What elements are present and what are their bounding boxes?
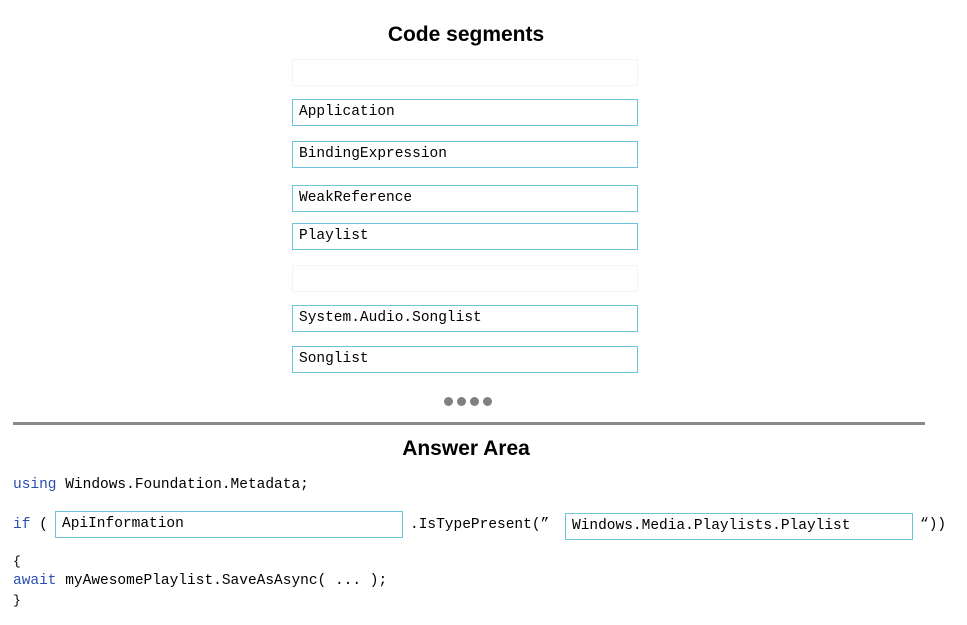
answer-area-title: Answer Area <box>402 437 530 460</box>
code-close-brace: } <box>13 593 21 608</box>
segment-system-audio-songlist[interactable]: System.Audio.Songlist <box>292 305 638 332</box>
code-keyword-await: await <box>13 573 57 589</box>
code-line-using: using Windows.Foundation.Metadata; <box>13 476 309 494</box>
code-open-paren: ( <box>39 517 48 533</box>
pagination-dots <box>444 397 492 406</box>
answer-target-2[interactable]: Windows.Media.Playlists.Playlist <box>565 513 913 540</box>
code-line-if: if ( <box>13 516 48 534</box>
code-using-namespace: Windows.Foundation.Metadata; <box>56 477 309 493</box>
section-divider <box>13 422 925 425</box>
code-open-brace: { <box>13 554 21 569</box>
pagination-dot <box>470 397 479 406</box>
code-keyword-using: using <box>13 477 57 493</box>
segment-playlist[interactable]: Playlist <box>292 223 638 250</box>
segment-bindingexpression[interactable]: BindingExpression <box>292 141 638 168</box>
code-line-await: await myAwesomePlaylist.SaveAsAsync( ...… <box>13 572 387 590</box>
segment-slot-empty <box>292 265 638 292</box>
code-close-parens: “)) <box>920 517 947 533</box>
segment-application[interactable]: Application <box>292 99 638 126</box>
pagination-dot <box>444 397 453 406</box>
code-method-istypepresent: .IsTypePresent(” <box>410 517 550 533</box>
segment-slot-empty <box>292 59 638 86</box>
pagination-dot <box>457 397 466 406</box>
segment-songlist[interactable]: Songlist <box>292 346 638 373</box>
answer-target-1[interactable]: ApiInformation <box>55 511 403 538</box>
code-segments-title: Code segments <box>387 23 545 46</box>
segment-weakreference[interactable]: WeakReference <box>292 185 638 212</box>
code-await-call: myAwesomePlaylist.SaveAsAsync( ... ); <box>56 573 388 589</box>
code-keyword-if: if <box>13 517 31 533</box>
pagination-dot <box>483 397 492 406</box>
